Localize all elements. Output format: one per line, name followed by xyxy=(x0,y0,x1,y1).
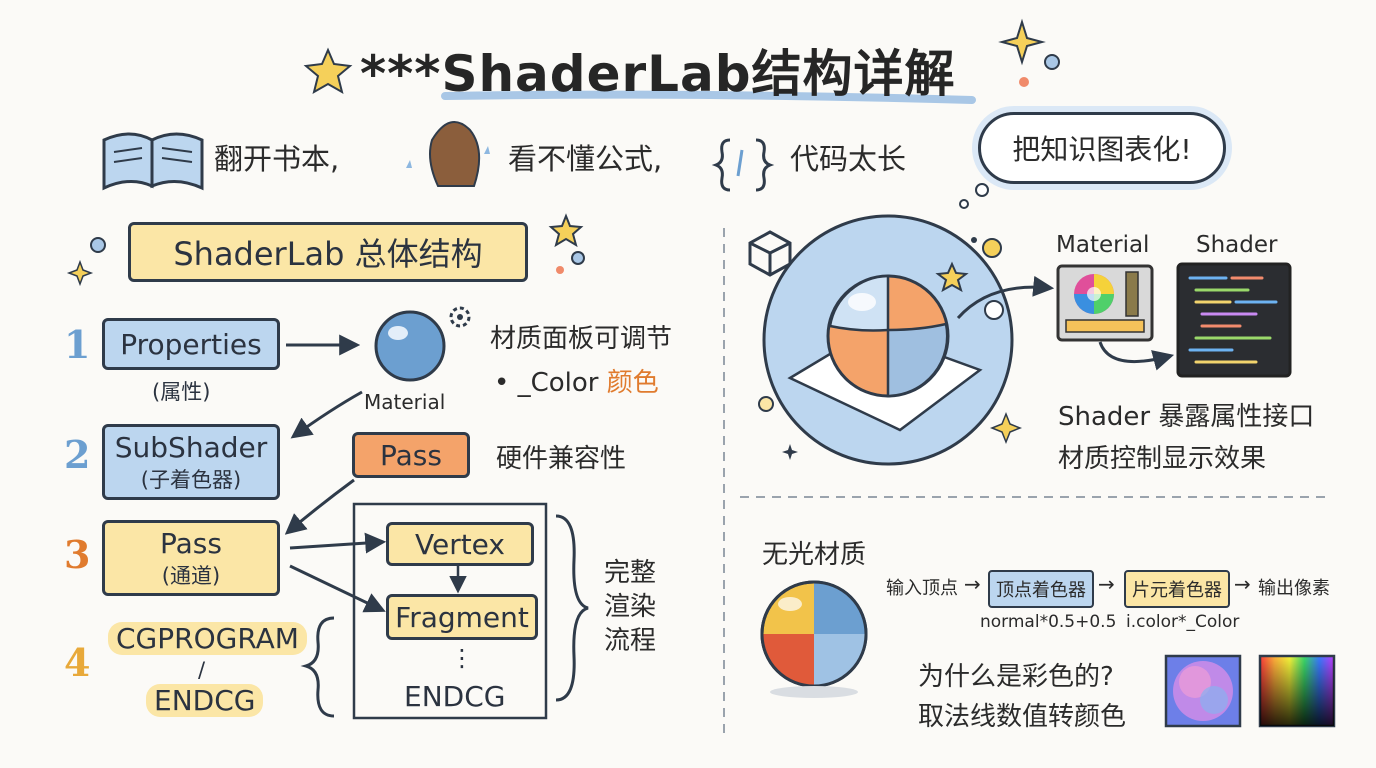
fragment-box: Fragment xyxy=(386,594,538,640)
flow-input: 输入顶点 xyxy=(886,578,958,599)
fragment-label: Fragment xyxy=(395,600,529,634)
intro-item-formula: 看不懂公式, xyxy=(508,142,663,176)
thought-cloud: 把知识图表化! xyxy=(978,112,1226,184)
vs-formula: normal*0.5+0.5 xyxy=(980,612,1117,632)
subshader-sub: (子着色器) xyxy=(140,467,242,492)
step-number-2: 2 xyxy=(64,432,91,477)
intro-item-book: 翻开书本, xyxy=(214,142,340,176)
flow-vertex-shader: 顶点着色器 xyxy=(988,570,1094,608)
pipeline-note-line-2: 渲染 xyxy=(604,592,657,622)
overview-heading: ShaderLab 总体结构 xyxy=(173,235,483,273)
step-number-4: 4 xyxy=(64,640,91,685)
color-property: • _Color xyxy=(494,368,599,398)
flow-arrow-2: → xyxy=(1098,572,1115,596)
star-icon xyxy=(303,47,353,95)
pipeline-note: 完整 渲染 流程 xyxy=(604,556,656,658)
pass-note: 硬件兼容性 xyxy=(496,444,627,474)
color-bullet: • _Color 颜色 xyxy=(494,362,659,399)
pipeline-note-line-3: 流程 xyxy=(604,626,657,656)
shader-note-2: 材质控制显示效果 xyxy=(1058,444,1267,474)
quartered-sphere xyxy=(826,274,950,398)
normal-question: 为什么是彩色的? xyxy=(918,662,1114,692)
properties-label: Properties xyxy=(120,327,262,361)
overview-heading-box: ShaderLab 总体结构 xyxy=(128,222,528,282)
flow-fragment-shader: 片元着色器 xyxy=(1124,570,1230,608)
flow-output: 输出像素 xyxy=(1258,578,1330,599)
intro-item-code: 代码太长 xyxy=(790,142,907,176)
cgprogram-label: CGPROGRAM xyxy=(116,622,299,655)
step-number-1: 1 xyxy=(64,322,91,367)
cgprogram-highlight: CGPROGRAM xyxy=(108,622,307,655)
material-label: Material xyxy=(364,390,446,414)
pass-sub: (通道) xyxy=(161,563,221,588)
rainbow-gradient-swatch xyxy=(1258,654,1336,728)
step-number-3: 3 xyxy=(64,532,91,577)
pass-box: Pass (通道) xyxy=(102,520,280,596)
cgprogram-slash: / xyxy=(198,658,206,682)
confused-person-icon xyxy=(406,121,490,187)
normal-answer: 取法线数值转颜色 xyxy=(918,702,1127,732)
material-sphere xyxy=(374,310,446,382)
material-panel-label: Material xyxy=(1056,232,1150,258)
normal-sphere-swatch xyxy=(1164,654,1242,728)
vertex-box: Vertex xyxy=(386,522,534,566)
pass-label: Pass xyxy=(160,526,222,560)
vertex-label: Vertex xyxy=(414,527,505,561)
color-word: 颜色 xyxy=(606,368,659,398)
gear-icon xyxy=(449,306,471,328)
unlit-sphere xyxy=(760,580,868,688)
fs-formula: i.color*_Color xyxy=(1126,612,1240,632)
properties-box: Properties xyxy=(102,318,280,370)
flow-arrow-3: → xyxy=(1234,572,1251,596)
pipeline-endcg: ENDCG xyxy=(404,680,506,713)
page-title: ***ShaderLab结构详解 xyxy=(360,45,956,103)
shader-note-1: Shader 暴露属性接口 xyxy=(1058,402,1315,432)
endcg-label: ENDCG xyxy=(154,684,256,717)
pass-tag: Pass xyxy=(380,438,442,472)
pipeline-note-line-1: 完整 xyxy=(604,558,657,588)
unity-logo-icon xyxy=(748,230,792,277)
sparkle-icon xyxy=(998,18,1046,66)
book-icon xyxy=(102,132,204,191)
code-braces-icon xyxy=(711,138,775,192)
material-note: 材质面板可调节 xyxy=(490,324,673,354)
properties-sub: (属性) xyxy=(152,380,211,404)
subshader-box: SubShader (子着色器) xyxy=(102,424,280,500)
pass-tag-box: Pass xyxy=(352,432,470,478)
subshader-label: SubShader xyxy=(114,430,268,464)
shader-panel-label: Shader xyxy=(1196,232,1278,258)
endcg-highlight: ENDCG xyxy=(146,684,264,717)
unlit-heading: 无光材质 xyxy=(762,540,867,570)
pipeline-dots: ⋮ xyxy=(450,644,474,672)
flow-arrow-1: → xyxy=(964,572,981,596)
